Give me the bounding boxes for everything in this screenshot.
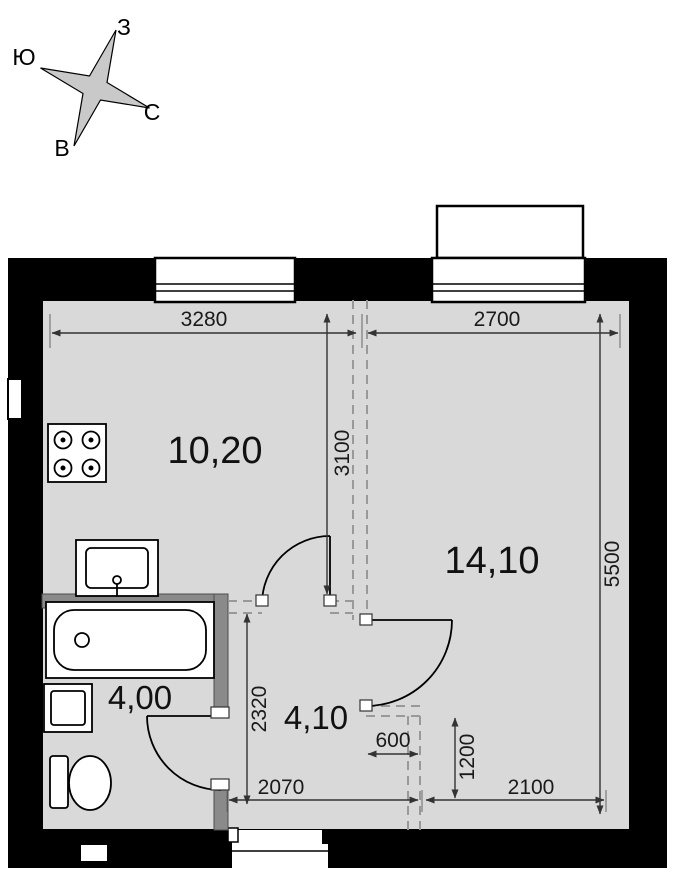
door-bathroom	[146, 715, 222, 791]
outer-walls	[7, 258, 667, 868]
dimension-lines	[51, 313, 619, 815]
window-left	[153, 256, 297, 304]
dim-3100: 3100	[331, 430, 354, 477]
kitchen-area-label: 10,20	[167, 430, 262, 472]
toilet	[49, 755, 112, 811]
compass-rose: З Ю С В	[12, 14, 160, 161]
dim-3280: 3280	[181, 308, 228, 331]
entrance-opening	[232, 830, 328, 868]
door-jambs	[210, 594, 373, 791]
dim-5500: 5500	[601, 541, 624, 588]
dimension-labels: 3280 2700 3100 5500 2320 600 1200 2070 2…	[181, 308, 624, 799]
windows	[153, 204, 587, 304]
compass-east-label: В	[54, 135, 69, 161]
kitchen-sink	[75, 539, 159, 597]
door-bedroom	[365, 619, 453, 707]
dimension-witness-lines	[49, 314, 621, 812]
bathtub	[45, 601, 215, 679]
washbasin	[43, 683, 93, 733]
window-right	[430, 256, 587, 304]
fixtures	[43, 423, 215, 811]
compass-star	[40, 29, 150, 147]
compass-north-label: С	[144, 99, 161, 125]
compass-south-label: Ю	[12, 44, 35, 70]
dim-2320: 2320	[248, 686, 271, 733]
dim-2700: 2700	[474, 308, 521, 331]
hallway-area-label: 4,10	[284, 699, 348, 736]
wall-notch-bottom	[79, 843, 109, 863]
dim-1200: 1200	[456, 734, 479, 781]
room-labels: 10,20 14,10 4,00 4,10	[108, 430, 540, 736]
compass-west-label: З	[117, 14, 131, 40]
entrance-jamb-right	[322, 830, 338, 844]
dim-2070: 2070	[258, 776, 305, 799]
wall-notch-left	[7, 378, 23, 420]
bedroom-area-label: 14,10	[444, 540, 539, 582]
stove	[47, 423, 107, 483]
balcony-box	[435, 204, 585, 260]
dim-2100: 2100	[508, 776, 555, 799]
bathroom-area-label: 4,00	[108, 679, 172, 716]
entrance-jamb-left	[227, 827, 239, 843]
dim-600: 600	[375, 729, 410, 752]
dashed-partitions	[228, 300, 426, 830]
